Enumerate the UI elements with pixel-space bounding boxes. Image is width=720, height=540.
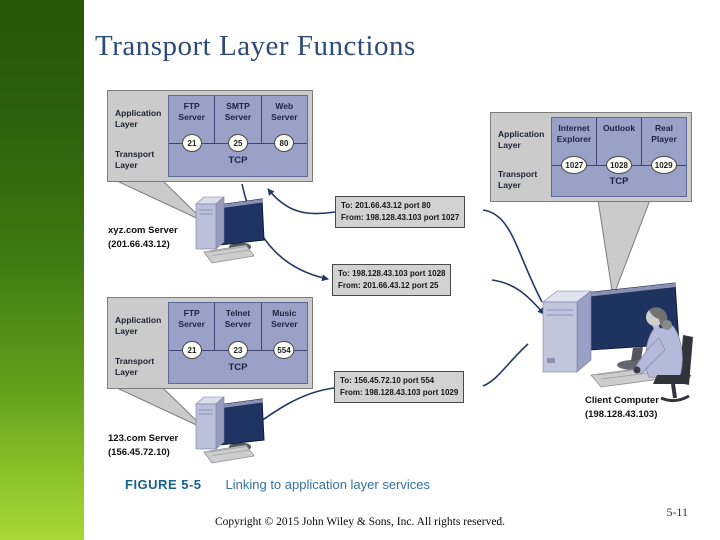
app-cell-web: Web Server	[260, 96, 307, 143]
app-cell-smtp: SMTP Server	[214, 96, 260, 143]
message-box-3: To: 156.45.72.10 port 554 From: 198.128.…	[334, 371, 465, 403]
application-layer-label: Application Layer	[115, 107, 162, 129]
app-cell-ftp: FTP Server	[178, 308, 205, 330]
port-badge: 1027	[561, 156, 588, 174]
slide-accent-bar	[0, 0, 84, 540]
flow-msg1-to-webserver	[267, 188, 336, 215]
port-badge: 1029	[650, 156, 677, 174]
flow-client-to-msg1	[482, 209, 543, 303]
protocol-table: Internet Explorer Outlook Real Player TC…	[551, 117, 687, 197]
callout-tail-client	[597, 199, 651, 299]
port-badge: 554	[273, 341, 295, 359]
protocol-table: FTP Server Telnet Server Music Server TC…	[168, 302, 308, 384]
layer-labels: Application Layer Transport Layer	[112, 95, 168, 177]
callout-tail-xyz	[116, 180, 206, 223]
protocol-stack-callout-xyz: Application Layer Transport Layer FTP Se…	[107, 90, 313, 182]
page-title: Transport Layer Functions	[95, 30, 416, 62]
app-cell-telnet: Telnet Server	[214, 303, 260, 350]
node-name: xyz.com Server	[108, 225, 178, 236]
node-address: (198.128.43.103)	[585, 409, 658, 421]
server-computer-illustration-xyz	[195, 196, 265, 264]
protocol-stack-callout-client: Application Layer Transport Layer Intern…	[490, 112, 692, 202]
node-name: Client Computer	[585, 395, 659, 406]
app-cell-ftp: FTP Server	[178, 101, 205, 123]
node-label-123-server: 123.com Server (156.45.72.10)	[108, 432, 178, 461]
protocol-stack-callout-123: Application Layer Transport Layer FTP Se…	[107, 297, 313, 389]
message-box-2: To: 198.128.43.103 port 1028 From: 201.6…	[332, 264, 452, 296]
port-badge: 1028	[606, 156, 632, 174]
node-address: (201.66.43.12)	[108, 239, 170, 251]
node-address: (156.45.72.10)	[108, 447, 170, 459]
app-cell-realplayer: Real Player	[641, 118, 686, 165]
application-layer-label: Application Layer	[498, 129, 545, 150]
message-to-line: To: 198.128.43.103 port 1028	[338, 269, 446, 278]
transport-layer-label: Transport Layer	[115, 148, 155, 170]
copyright-notice: Copyright © 2015 John Wiley & Sons, Inc.…	[214, 516, 506, 528]
tcp-cell: TCP	[228, 361, 248, 373]
app-cell-ie: Internet Explorer	[556, 123, 592, 145]
message-from-line: From: 198.128.43.103 port 1027	[341, 213, 460, 222]
node-label-xyz-server: xyz.com Server (201.66.43.12)	[108, 224, 178, 253]
port-badge: 21	[182, 341, 202, 359]
transport-layer-label: Transport Layer	[498, 169, 538, 190]
client-computer-illustration	[542, 282, 693, 403]
message-from-line: From: 198.128.43.103 port 1029	[340, 388, 459, 397]
figure-caption: FIGURE 5-5 Linking to application layer …	[125, 477, 430, 492]
layer-labels: Application Layer Transport Layer	[112, 302, 168, 384]
flow-msg3-to-musicserver	[249, 387, 335, 430]
flow-smtp-to-msg2	[241, 183, 329, 282]
message-from-line: From: 201.66.43.12 port 25	[338, 281, 439, 290]
app-cell-music: Music Server	[260, 303, 307, 350]
port-badge: 80	[273, 134, 294, 152]
port-badge: 23	[228, 341, 248, 359]
callout-tail-123	[116, 387, 206, 430]
server-computer-illustration-123	[195, 396, 265, 464]
transport-layer-label: Transport Layer	[115, 355, 155, 377]
application-layer-label: Application Layer	[115, 314, 162, 336]
node-name: 123.com Server	[108, 433, 179, 444]
protocol-table: FTP Server SMTP Server Web Server TCP 21…	[168, 95, 308, 177]
message-to-line: To: 201.66.43.12 port 80	[341, 201, 431, 210]
port-badge: 25	[228, 134, 248, 152]
message-box-1: To: 201.66.43.12 port 80 From: 198.128.4…	[335, 196, 466, 228]
app-cell-outlook: Outlook	[596, 118, 641, 165]
tcp-cell: TCP	[609, 175, 629, 187]
port-badge: 21	[182, 134, 202, 152]
layer-labels: Application Layer Transport Layer	[495, 117, 551, 197]
tcp-cell: TCP	[228, 154, 248, 166]
message-to-line: To: 156.45.72.10 port 554	[340, 376, 435, 385]
node-label-client-computer: Client Computer (198.128.43.103)	[585, 394, 659, 423]
figure-caption-text: Linking to application layer services	[225, 477, 431, 492]
figure-number: FIGURE 5-5	[125, 477, 202, 492]
flow-client-to-msg3	[482, 343, 529, 387]
slide-page-number: 5-11	[666, 505, 688, 519]
flow-msg2-to-client	[491, 279, 545, 315]
